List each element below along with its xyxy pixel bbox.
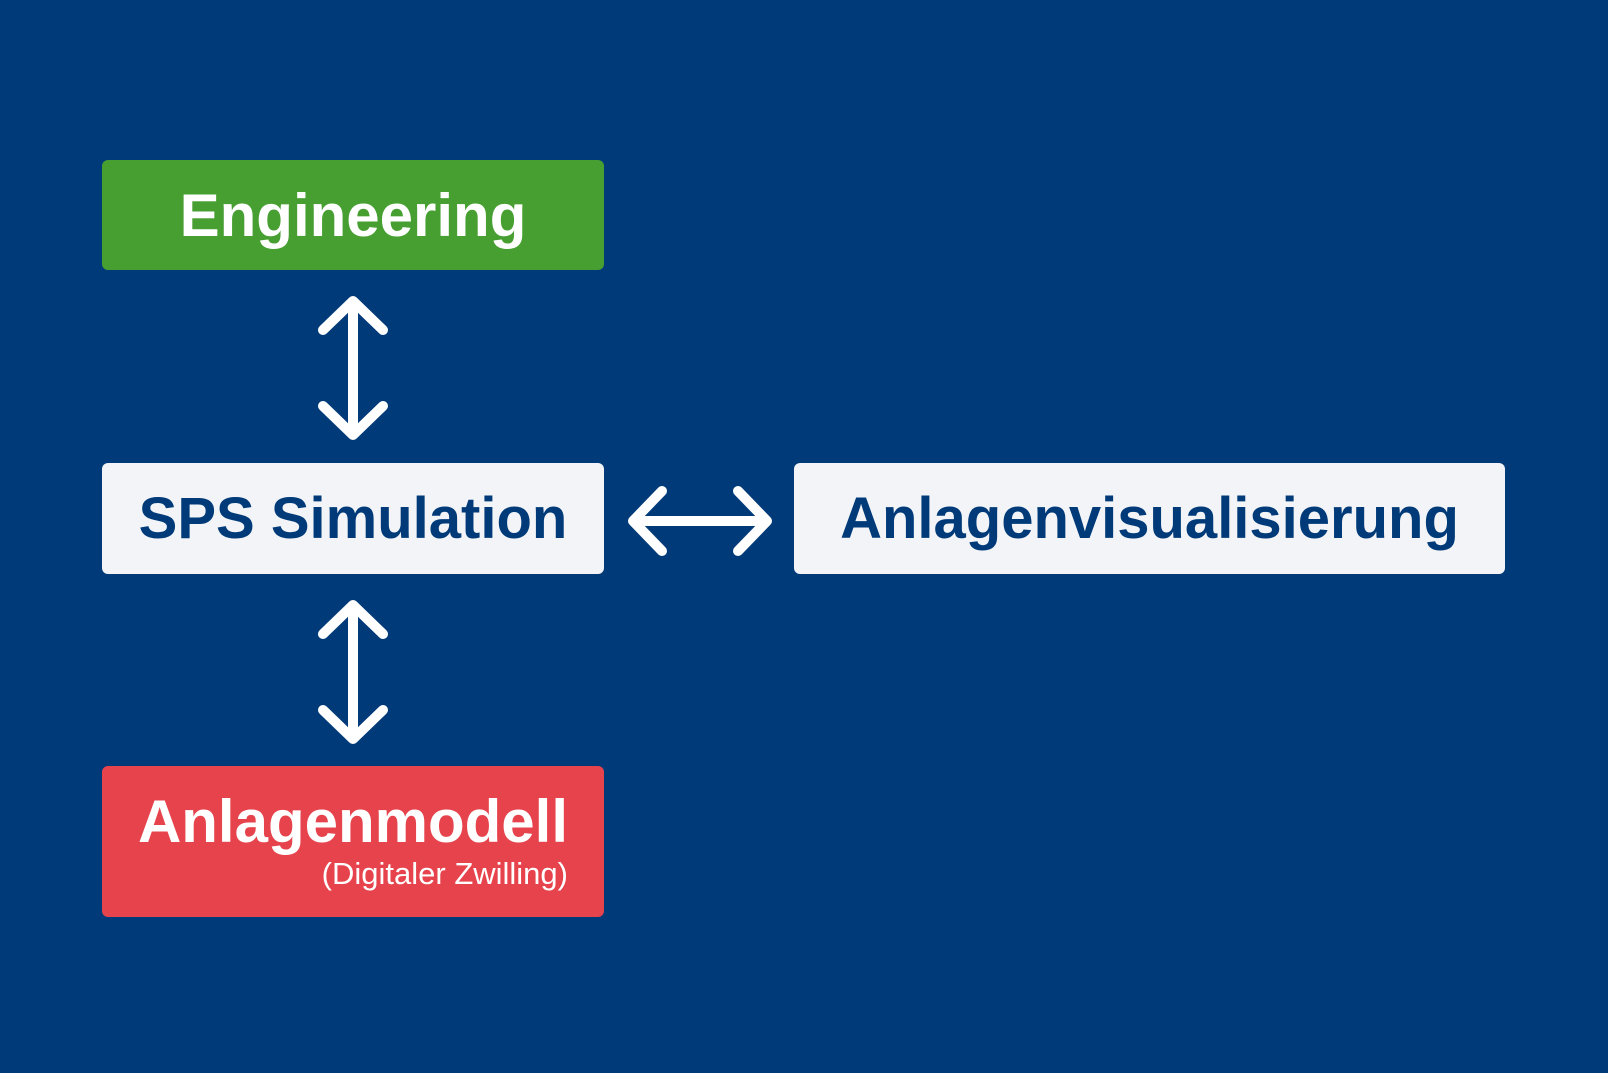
- anlagenmodell-label: Anlagenmodell: [137, 787, 568, 855]
- arrow-sps-visualisierung: [628, 486, 772, 556]
- sps-simulation-node: SPS Simulation: [102, 463, 604, 574]
- arrow-sps-anlagenmodell: [318, 600, 388, 744]
- arrow-engineering-sps: [318, 296, 388, 440]
- engineering-label: Engineering: [179, 181, 527, 249]
- sps-simulation-label: SPS Simulation: [138, 486, 568, 551]
- anlagenmodell-node: Anlagenmodell (Digitaler Zwilling): [102, 766, 604, 917]
- anlagenvisualisierung-label: Anlagenvisualisierung: [840, 486, 1459, 551]
- engineering-node: Engineering: [102, 160, 604, 270]
- anlagenmodell-sublabel: (Digitaler Zwilling): [321, 855, 568, 891]
- anlagenvisualisierung-node: Anlagenvisualisierung: [794, 463, 1505, 574]
